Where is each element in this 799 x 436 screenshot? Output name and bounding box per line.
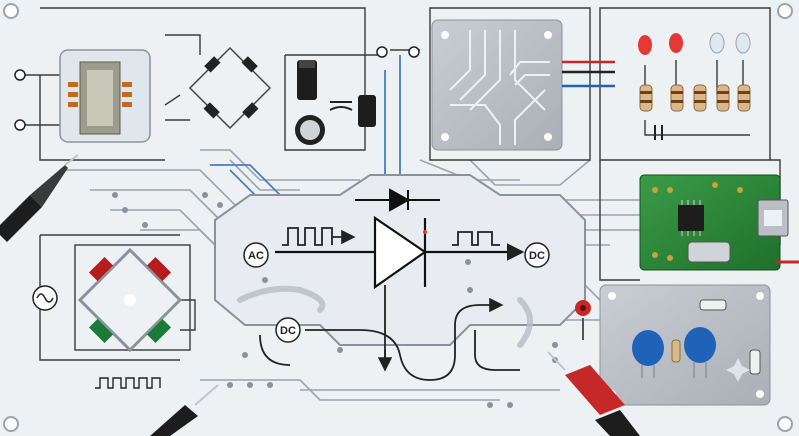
fuse-icon — [699, 299, 761, 375]
wires-to-leds — [562, 60, 615, 88]
ac-node: AC — [243, 242, 269, 268]
sparkle-icon — [726, 358, 750, 382]
background-traces — [60, 149, 640, 401]
main-diode-symbol-icon — [275, 215, 525, 290]
top-diode-symbol-icon — [355, 188, 440, 212]
capacitor-symbol-icon — [329, 101, 353, 111]
resistor-icon — [639, 84, 751, 112]
cathode-marker — [423, 230, 427, 234]
bridge-rectifier-icon — [188, 46, 272, 130]
test-jack-icon — [575, 300, 591, 340]
mounting-holes — [3, 3, 793, 432]
multimeter-probe-icon — [0, 154, 79, 242]
electrolytic-capacitor-icon — [295, 60, 376, 145]
diode-bridge-board — [74, 244, 191, 353]
lower-flow-traces — [259, 285, 520, 381]
ac-source-icon — [32, 285, 58, 311]
conduit-paths — [237, 285, 533, 348]
vias — [112, 192, 558, 408]
input-terminals — [14, 69, 26, 131]
ceramic-capacitor-icon — [632, 327, 716, 378]
transformer-icon — [59, 49, 151, 143]
dc-label-secondary: DC — [280, 325, 296, 337]
small-capacitor-icon — [654, 125, 663, 140]
pcb-module-icon — [639, 174, 781, 271]
node-terminal-2 — [408, 46, 420, 58]
ac-waveform-icon — [282, 227, 333, 246]
usb-port-icon — [757, 199, 789, 237]
dc-node-secondary: DC — [275, 317, 301, 343]
pcb-plate — [431, 19, 563, 151]
dc-label-main: DC — [529, 250, 545, 262]
square-wave-icon — [95, 377, 161, 389]
multimeter-probe-icon-2 — [150, 384, 219, 436]
panel-resistor-icon — [671, 339, 681, 363]
dc-node-main: DC — [524, 242, 550, 268]
ac-label: AC — [248, 250, 264, 262]
multimeter-probe-icon-red — [547, 351, 640, 436]
led-icon — [638, 32, 751, 55]
node-terminal — [376, 46, 388, 58]
dc-waveform-icon — [452, 231, 500, 246]
